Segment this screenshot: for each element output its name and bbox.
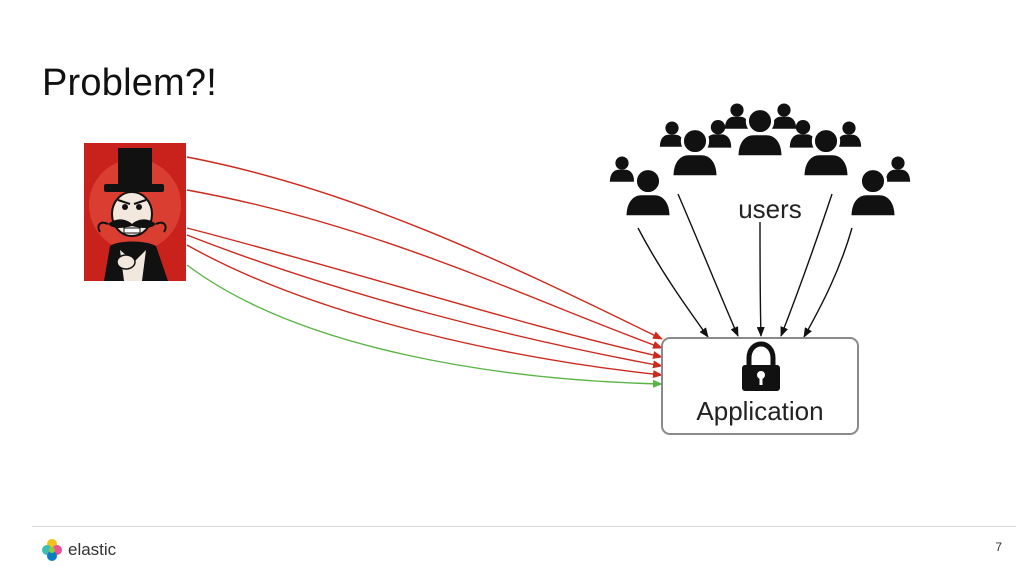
footer-divider	[32, 526, 1016, 527]
elastic-logo-icon	[42, 539, 62, 561]
user-arrows	[637, 193, 853, 338]
benign-arrow	[186, 264, 663, 388]
user-arrow	[803, 227, 853, 338]
user-arrow	[677, 193, 739, 337]
malicious-arrow	[186, 227, 663, 359]
user-arrow	[780, 193, 833, 337]
elastic-logo-text: elastic	[68, 540, 117, 559]
malicious-arrow	[186, 189, 663, 349]
attacker-arrows	[186, 156, 663, 388]
user-arrow	[756, 221, 765, 337]
user-arrow	[637, 227, 709, 338]
attacker-icon	[84, 143, 186, 281]
users-label: users	[738, 194, 802, 224]
lock-icon	[742, 341, 780, 391]
malicious-arrow	[186, 244, 663, 379]
malicious-arrow	[186, 156, 663, 340]
slide-title: Problem?!	[42, 62, 217, 104]
malicious-arrow	[186, 234, 663, 369]
page-number: 7	[995, 540, 1002, 554]
application-label: Application	[696, 396, 824, 426]
elastic-logo: elastic	[40, 538, 116, 562]
